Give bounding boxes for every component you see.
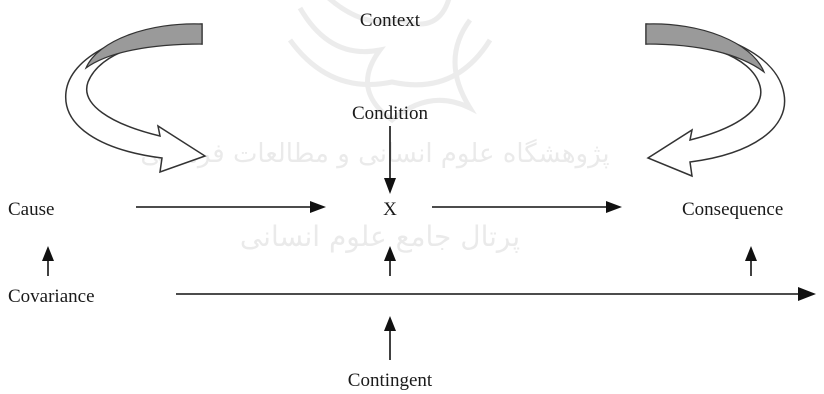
label-context: Context [360, 10, 421, 31]
label-condition: Condition [352, 103, 429, 124]
label-x: X [383, 199, 397, 220]
arrow-covariance-to-cause [42, 246, 54, 276]
label-cause: Cause [8, 199, 54, 220]
right-curved-arrow [645, 23, 786, 178]
arrow-covariance-long [176, 287, 816, 301]
arrow-cause-to-x [136, 201, 326, 213]
watermark-emblem [287, 0, 493, 124]
left-curved-arrow [65, 23, 207, 174]
arrow-covariance-to-x [384, 246, 396, 276]
arrow-x-to-consequence [432, 201, 622, 213]
watermark-text-line1: پژوهشگاه علوم انسانی و مطالعات فرهنگی [140, 138, 609, 169]
label-covariance: Covariance [8, 286, 95, 307]
arrow-condition-to-x [384, 126, 396, 194]
arrow-covariance-to-consequence [745, 246, 757, 276]
arrow-contingent-up [384, 316, 396, 360]
watermark-text-line2: پرتال جامع علوم انسانی [240, 220, 520, 253]
label-contingent: Contingent [348, 370, 433, 391]
label-consequence: Consequence [682, 199, 783, 220]
